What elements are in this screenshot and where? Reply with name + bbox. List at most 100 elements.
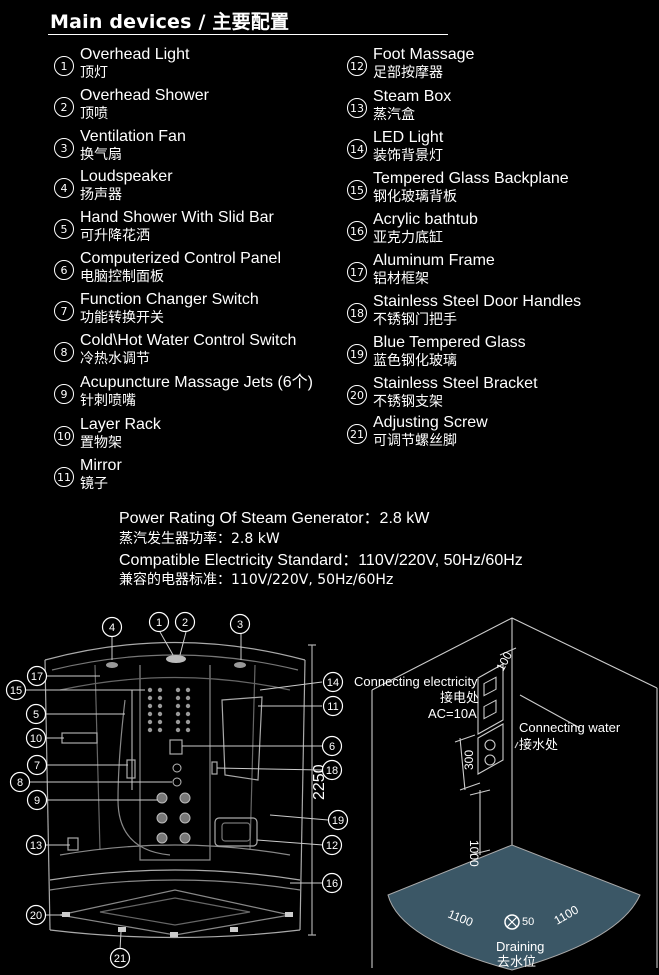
device-number-badge: 7 — [54, 301, 74, 321]
callout-4: 4 — [101, 616, 123, 638]
jet-dot — [157, 703, 163, 709]
drain-size: 50 — [522, 916, 534, 928]
device-number-badge: 13 — [347, 98, 367, 118]
base-line — [49, 929, 301, 939]
callout-20: 20 — [25, 904, 47, 926]
jet-dot — [147, 695, 153, 701]
callout-number: 16 — [326, 878, 338, 890]
tub-rim — [49, 869, 301, 881]
device-name-zh: 置物架 — [80, 435, 122, 451]
callout-number: 13 — [30, 840, 42, 852]
callout-number: 12 — [326, 840, 338, 852]
device-name-zh: 不锈钢支架 — [373, 394, 443, 410]
device-name-zh: 顶灯 — [80, 65, 108, 81]
device-number-badge: 10 — [54, 426, 74, 446]
device-name-en: Stainless Steel Door Handles — [373, 293, 582, 310]
callout-number: 7 — [34, 760, 40, 772]
device-number-badge: 11 — [54, 467, 74, 487]
callout-number: 21 — [114, 953, 126, 965]
callout-number: 19 — [332, 815, 344, 827]
drain-label-en: Draining — [496, 939, 544, 954]
jet-dot — [147, 687, 153, 693]
device-name-en: Cold\Hot Water Control Switch — [80, 332, 297, 349]
callout-21: 21 — [109, 947, 131, 969]
device-number-badge: 21 — [347, 424, 367, 444]
jet-dot — [147, 719, 153, 725]
jet-dot — [175, 711, 181, 717]
device-name-en: Function Changer Switch — [80, 291, 259, 308]
spec-power-en: Power Rating Of Steam Generator：2.8 kW — [119, 510, 430, 527]
device-number-badge: 3 — [54, 138, 74, 158]
drain-label-zh: 去水位 — [497, 954, 536, 969]
device-name-zh: 足部按摩器 — [373, 65, 443, 81]
callout-1: 1 — [148, 611, 170, 633]
device-name-en: Ventilation Fan — [80, 128, 186, 145]
device-name-en: Loudspeaker — [80, 168, 173, 185]
callout-8: 8 — [9, 771, 31, 793]
shower-tray — [387, 844, 641, 971]
jet-dot — [147, 711, 153, 717]
callout-17: 17 — [26, 665, 48, 687]
jet-dot — [147, 703, 153, 709]
callout-5: 5 — [25, 703, 47, 725]
callout-19: 19 — [327, 809, 349, 831]
water-box — [477, 723, 504, 775]
cabin-right-edge — [299, 659, 306, 931]
device-name-zh: 蒸汽盒 — [373, 107, 415, 123]
device-number-badge: 15 — [347, 180, 367, 200]
callout-15: 15 — [5, 679, 27, 701]
device-item: 20 Stainless Steel Bracket 不锈钢支架 — [347, 375, 538, 412]
callout-number: 17 — [31, 671, 43, 683]
device-name-zh: 可升降花洒 — [80, 228, 150, 244]
mirror-shape — [221, 696, 263, 781]
jet-dot — [175, 687, 181, 693]
device-name-zh: 镜子 — [80, 476, 108, 492]
callout-number: 20 — [30, 910, 42, 922]
foot-massage-shape — [214, 817, 258, 847]
device-number-badge: 1 — [54, 56, 74, 76]
device-name-zh: 不锈钢门把手 — [373, 312, 457, 328]
callout-9: 9 — [26, 789, 48, 811]
jet-dot — [157, 687, 163, 693]
device-name-zh: 冷热水调节 — [80, 351, 150, 367]
device-item: 5 Hand Shower With Slid Bar 可升降花洒 — [54, 209, 274, 246]
jet-dot — [175, 703, 181, 709]
cabin-left-edge — [44, 659, 51, 931]
jet-dot — [175, 727, 181, 733]
spec-power-zh: 蒸汽发生器功率：2.8 kW — [119, 531, 280, 547]
device-number-badge: 5 — [54, 219, 74, 239]
device-number-badge: 19 — [347, 344, 367, 364]
callout-number: 14 — [327, 677, 339, 689]
jet-dot — [185, 727, 191, 733]
steam-box-shape — [67, 837, 79, 851]
device-name-en: Stainless Steel Bracket — [373, 375, 538, 392]
device-number-badge: 8 — [54, 342, 74, 362]
cabin-top-arc — [44, 641, 306, 661]
device-number-badge: 18 — [347, 303, 367, 323]
device-item: 18 Stainless Steel Door Handles 不锈钢门把手 — [347, 293, 581, 330]
device-name-en: Adjusting Screw — [373, 414, 488, 431]
callout-10: 10 — [25, 727, 47, 749]
water-label-en: Connecting water — [519, 720, 621, 735]
page-title: Main devices / 主要配置 — [50, 11, 290, 33]
device-name-en: Blue Tempered Glass — [373, 334, 526, 351]
device-number-badge: 20 — [347, 385, 367, 405]
callout-14: 14 — [322, 671, 344, 693]
drain-icon — [504, 914, 520, 930]
callout-number: 3 — [237, 619, 243, 631]
device-name-en: Steam Box — [373, 88, 452, 105]
water-label-zh: 接水处 — [519, 737, 558, 752]
device-name-en: Hand Shower With Slid Bar — [80, 209, 274, 226]
callout-12: 12 — [321, 834, 343, 856]
callout-2: 2 — [174, 611, 196, 633]
